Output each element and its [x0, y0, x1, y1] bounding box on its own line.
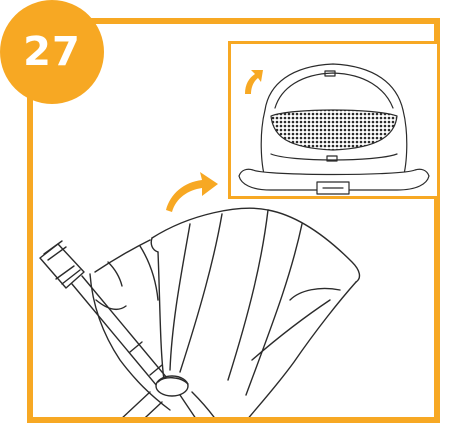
canopy-shell [150, 207, 361, 417]
detail-inset [228, 41, 440, 199]
canopy-window-illustration [238, 63, 430, 195]
handlebar-grip [39, 240, 85, 289]
curved-arrow-icon [166, 172, 218, 212]
seat-fabric [89, 239, 171, 411]
stroller-frame-bar [71, 275, 173, 417]
step-number-badge: 27 [0, 0, 104, 104]
curved-arrow-up-icon [245, 70, 263, 94]
